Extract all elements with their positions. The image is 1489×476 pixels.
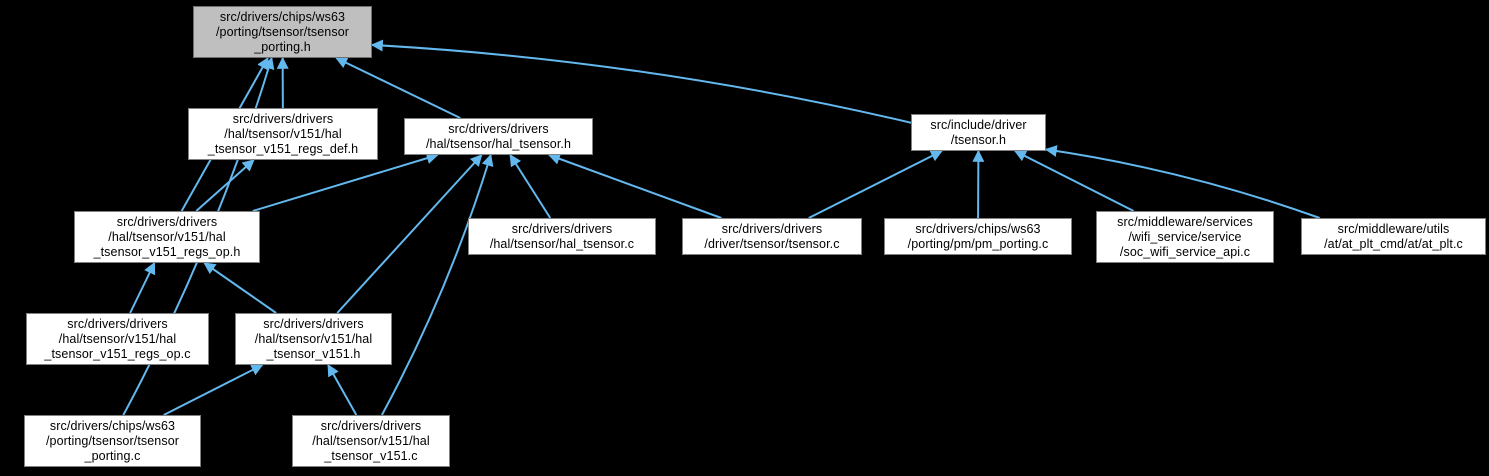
graph-node-label: src/drivers/chips/ws63 /porting/pm/pm_po… (907, 221, 1049, 251)
graph-node-hal_tsensor_v151_regs_def_h[interactable]: src/drivers/drivers /hal/tsensor/v151/ha… (188, 108, 378, 160)
graph-edge-hal_tsensor_v151_c--hal_tsensor_h (381, 153, 494, 416)
graph-node-hal_tsensor_h[interactable]: src/drivers/drivers /hal/tsensor/hal_tse… (404, 118, 593, 155)
graph-edge-hal_tsensor_h--tsensor_porting_h (335, 57, 461, 119)
graph-edge-hal_tsensor_v151_h--hal_tsensor_h (336, 154, 483, 314)
graph-node-label: src/drivers/drivers /hal/tsensor/v151/ha… (207, 111, 359, 156)
graph-edge-include_driver_tsensor_h--tsensor_porting_h (370, 39, 912, 124)
graph-node-label: src/include/driver /tsensor.h (930, 117, 1027, 147)
graph-node-label: src/drivers/drivers /hal/tsensor/v151/ha… (44, 316, 191, 361)
graph-node-include_driver_tsensor_h[interactable]: src/include/driver /tsensor.h (911, 114, 1046, 151)
graph-node-tsensor_porting_h[interactable]: src/drivers/chips/ws63 /porting/tsensor/… (193, 6, 372, 58)
graph-node-label: src/middleware/services /wifi_service/se… (1117, 214, 1253, 259)
graph-node-label: src/drivers/drivers /driver/tsensor/tsen… (704, 221, 840, 251)
graph-edge-soc_wifi_service_api_c--include_driver_tsensor_h (1013, 150, 1135, 212)
graph-node-label: src/drivers/drivers /hal/tsensor/hal_tse… (489, 221, 635, 251)
graph-node-driver_tsensor_c[interactable]: src/drivers/drivers /driver/tsensor/tsen… (682, 218, 862, 255)
graph-edge-tsensor_porting_c--hal_tsensor_v151_h (163, 364, 264, 416)
graph-edge-hal_tsensor_v151_regs_op_h--hal_tsensor_h (252, 152, 439, 212)
graph-edge-hal_tsensor_v151_regs_op_c--hal_tsensor_v151_regs_op_h (129, 261, 156, 314)
graph-node-label: src/drivers/chips/ws63 /porting/tsensor/… (45, 418, 180, 463)
graph-node-label: src/drivers/drivers /hal/tsensor/v151/ha… (254, 316, 373, 361)
graph-edge-driver_tsensor_c--include_driver_tsensor_h (808, 150, 943, 219)
graph-node-label: src/drivers/drivers /hal/tsensor/v151/ha… (312, 418, 430, 463)
graph-edge-driver_tsensor_c--hal_tsensor_h (547, 153, 722, 219)
graph-edge-hal_tsensor_v151_h--hal_tsensor_v151_regs_op_h (203, 262, 277, 314)
graph-node-hal_tsensor_v151_h[interactable]: src/drivers/drivers /hal/tsensor/v151/ha… (235, 313, 392, 365)
graph-node-at_plt_c[interactable]: src/middleware/utils /at/at_plt_cmd/at/a… (1301, 218, 1486, 255)
graph-edge-hal_tsensor_c--hal_tsensor_h (509, 153, 552, 219)
graph-node-hal_tsensor_v151_c[interactable]: src/drivers/drivers /hal/tsensor/v151/ha… (292, 415, 450, 467)
graph-node-soc_wifi_service_api_c[interactable]: src/middleware/services /wifi_service/se… (1096, 211, 1274, 263)
graph-node-label: src/drivers/drivers /hal/tsensor/v151/ha… (93, 214, 241, 259)
graph-node-hal_tsensor_c[interactable]: src/drivers/drivers /hal/tsensor/hal_tse… (468, 218, 656, 255)
graph-node-tsensor_porting_c[interactable]: src/drivers/chips/ws63 /porting/tsensor/… (24, 415, 201, 467)
graph-node-hal_tsensor_v151_regs_op_c[interactable]: src/drivers/drivers /hal/tsensor/v151/ha… (26, 313, 209, 365)
graph-edge-hal_tsensor_v151_regs_op_h--hal_tsensor_v151_regs_def_h (195, 159, 255, 212)
graph-edge-hal_tsensor_v151_c--hal_tsensor_v151_h (327, 363, 358, 416)
graph-node-label: src/middleware/utils /at/at_plt_cmd/at/a… (1324, 221, 1463, 251)
graph-node-hal_tsensor_v151_regs_op_h[interactable]: src/drivers/drivers /hal/tsensor/v151/ha… (74, 211, 260, 263)
graph-edge-at_plt_c--include_driver_tsensor_h (1044, 145, 1321, 219)
graph-node-pm_porting_c[interactable]: src/drivers/chips/ws63 /porting/pm/pm_po… (884, 218, 1072, 255)
graph-node-label: src/drivers/chips/ws63 /porting/tsensor/… (215, 9, 350, 54)
graph-node-label: src/drivers/drivers /hal/tsensor/hal_tse… (425, 121, 572, 151)
